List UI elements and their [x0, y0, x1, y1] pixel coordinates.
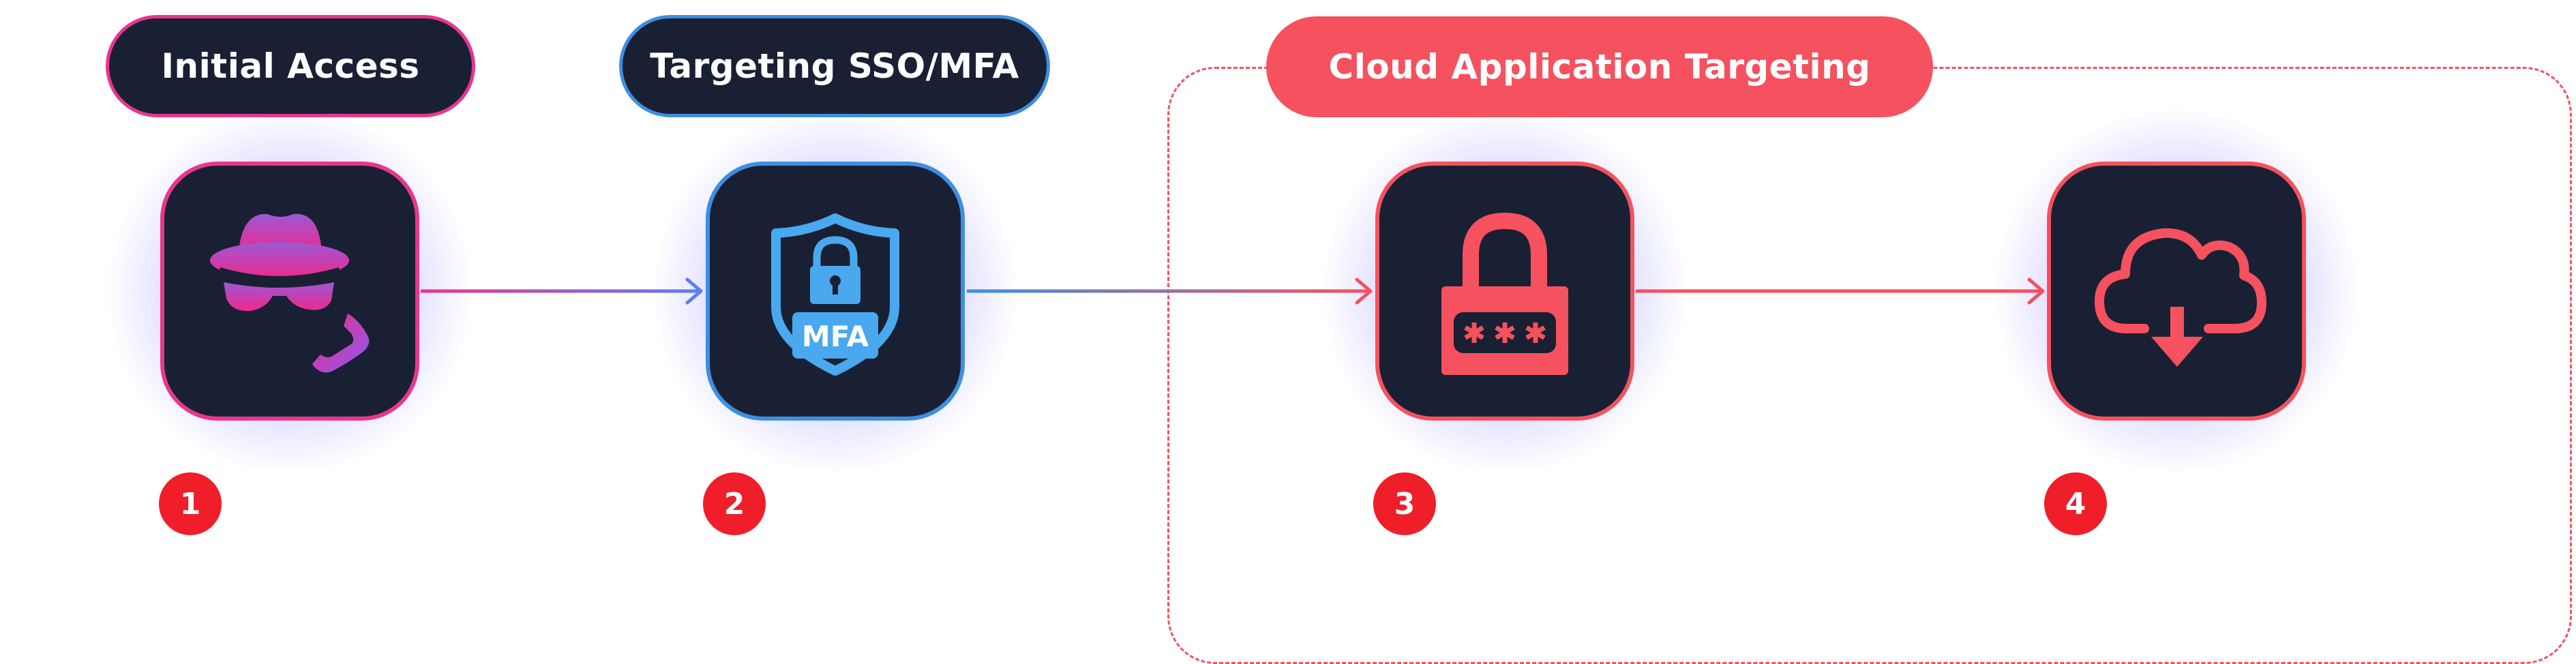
step-1-number: 1: [159, 472, 222, 535]
cloud-download-icon: [2095, 228, 2266, 367]
vishing-hacker-phone-icon: [210, 213, 370, 373]
step-4-number: 4: [2044, 472, 2107, 535]
step-2-line1: Actor sends victim: [784, 465, 1049, 498]
step-2-text: Actor sends victim a Phishing Link: [784, 461, 1057, 545]
step-3-line2: (Okta and others): [1454, 507, 1708, 541]
connector-1-2: [421, 277, 703, 305]
connector-2-3: [967, 277, 1373, 305]
step-3-bold: Gain Access to SSO: [1454, 465, 1754, 498]
password-asterisks: [1464, 322, 1546, 343]
step-4-line1: Cloud Based SaaS: [2125, 465, 2385, 498]
phase-initial-access: Initial Access: [106, 15, 475, 117]
vishing-card: [160, 162, 419, 421]
step-2-prefix: a: [784, 507, 811, 541]
mfa-card: MFA: [706, 162, 965, 421]
phase-label: Initial Access: [161, 46, 420, 86]
step-2-bold: Phishing Link: [811, 507, 1028, 541]
phase-cloud-application-targeting: Cloud Application Targeting: [1266, 16, 1933, 117]
phase-label: Cloud Application Targeting: [1328, 47, 1871, 87]
step-2-number: 2: [703, 472, 766, 535]
step-3-number: 3: [1373, 472, 1436, 535]
mfa-label: MFA: [802, 320, 869, 353]
step-4-text: Cloud Based SaaS Data Exfiltration: [2125, 461, 2412, 545]
data-exfiltration-card: [2047, 162, 2306, 421]
step-4-bold: Data Exfiltration: [2125, 507, 2391, 541]
mfa-shield-lock-icon: MFA: [771, 213, 899, 376]
connector-3-4: [1636, 277, 2045, 305]
password-padlock-icon: [1441, 212, 1568, 375]
phase-targeting-sso-mfa: Targeting SSO/MFA: [619, 15, 1050, 117]
step-1-line2: Targeted User: [240, 507, 439, 541]
phase-label: Targeting SSO/MFA: [650, 46, 1019, 86]
step-3-text: Gain Access to SSO (Okta and others): [1454, 461, 1754, 545]
step-1-text: Vishing Call to Targeted User: [240, 461, 465, 545]
step-1-rest: Call to: [359, 465, 460, 498]
sso-access-card: [1375, 162, 1634, 421]
step-1-bold: Vishing: [240, 465, 360, 498]
